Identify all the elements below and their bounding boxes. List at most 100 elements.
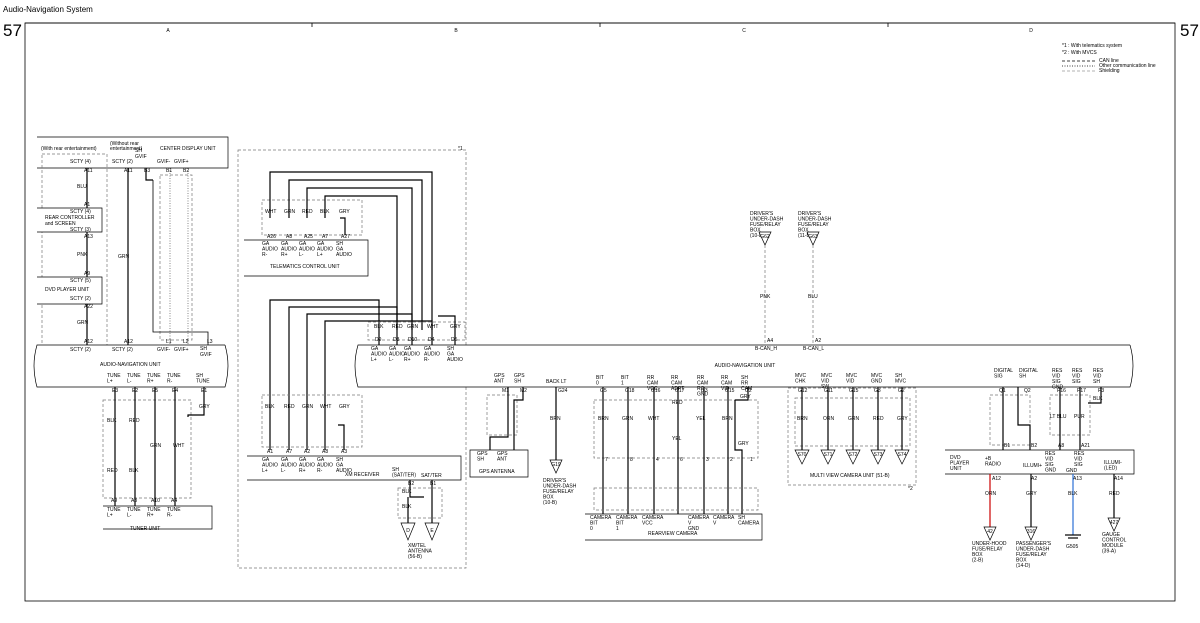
connector-g62 bbox=[758, 231, 772, 246]
cam-pin-label: CAM bbox=[741, 386, 752, 392]
cam-bot-label: CAMERA bbox=[616, 515, 638, 521]
mvc-connector bbox=[894, 449, 910, 465]
connector-427-label: 427 bbox=[1110, 520, 1119, 526]
svg-text:SH: SH bbox=[200, 346, 207, 352]
pin-number: 4 bbox=[656, 457, 659, 463]
tuner-bot-label: L- bbox=[127, 513, 132, 519]
pin-label: D5 bbox=[451, 337, 458, 343]
mvc-connector bbox=[870, 449, 886, 465]
xm-pin-label: SH bbox=[336, 457, 343, 463]
pin-label: B2 bbox=[1031, 443, 1037, 449]
pin-label: A2 bbox=[304, 449, 310, 455]
cam-box bbox=[585, 513, 763, 541]
cam-pin-label: RC bbox=[697, 386, 705, 392]
fuse-box-1: DRIVER'S bbox=[750, 211, 774, 217]
tuner-bot-label: R- bbox=[167, 513, 173, 519]
mvc-conn-label: S71 bbox=[824, 452, 833, 458]
pin-label: A2 bbox=[1031, 476, 1037, 482]
svg-text:*1 : With telematics system: *1 : With telematics system bbox=[1062, 43, 1122, 49]
dvd-shield-1 bbox=[989, 394, 1031, 446]
cam-pin-label: CAM bbox=[721, 381, 732, 387]
pin-label: A7 bbox=[322, 234, 328, 240]
back-lt-box: (10-B) bbox=[543, 500, 557, 506]
dvd-pin-label: VID bbox=[1093, 374, 1102, 380]
wire-color: BLK bbox=[402, 489, 412, 495]
wire-color: GRY bbox=[1026, 491, 1037, 497]
mvc-pin-label: VID bbox=[821, 379, 830, 385]
anu-mid-pin-label: L- bbox=[389, 357, 394, 363]
svg-text:L3: L3 bbox=[207, 339, 213, 345]
pin-label: A4 bbox=[767, 338, 773, 344]
cam-bot-label: GND bbox=[688, 526, 700, 532]
wire-color: BLK bbox=[129, 468, 139, 474]
tele-to-anu-wire bbox=[288, 179, 423, 330]
tele-box bbox=[244, 239, 369, 277]
mvc-name: MULTI VIEW CAMERA UNIT (51-B) bbox=[810, 473, 890, 479]
dvd-pin-label: RES bbox=[1052, 368, 1063, 374]
xm-pin-label: GA bbox=[281, 457, 289, 463]
svg-text:and SCREEN: and SCREEN bbox=[45, 221, 76, 227]
fuse-box-2: DRIVER'S bbox=[798, 211, 822, 217]
fuse-box-underhood: (2-B) bbox=[972, 558, 983, 564]
xm-pin-label: GA bbox=[262, 457, 270, 463]
xm-box bbox=[247, 455, 462, 481]
mvc-pin-label: MVC bbox=[871, 373, 883, 379]
antenna-name: ANTENNA bbox=[408, 549, 433, 555]
xm-pin-label: AUDIO bbox=[317, 463, 333, 469]
anu-mid-pin-label: L+ bbox=[371, 357, 377, 363]
gauge-module: CONTROL bbox=[1102, 538, 1127, 544]
wire bbox=[734, 400, 743, 514]
tuner-bot-label: TUNE bbox=[107, 507, 121, 513]
mvc-connector bbox=[845, 449, 861, 465]
xm-pin-label: GA bbox=[299, 457, 307, 463]
xm-pin-label: GA bbox=[336, 463, 344, 469]
wire-color: RED bbox=[873, 416, 884, 422]
svg-text:entertainment): entertainment) bbox=[110, 146, 143, 152]
wire-color: PUR bbox=[1074, 414, 1085, 420]
cam-bot-label: V bbox=[688, 521, 692, 527]
antenna-label: D bbox=[406, 528, 410, 534]
mvc-pin-label: SH bbox=[895, 373, 902, 379]
connector-42-label: 42 bbox=[987, 529, 993, 535]
dvd-pin-label: RES bbox=[1072, 368, 1083, 374]
svg-text:CENTER DISPLAY UNIT: CENTER DISPLAY UNIT bbox=[160, 146, 216, 152]
connector-427 bbox=[1107, 517, 1121, 532]
anu-mid-pin-label: AUDIO bbox=[371, 352, 387, 358]
gps-bot: SH bbox=[477, 457, 484, 463]
tuner-bot-label: TUNE bbox=[127, 507, 141, 513]
pin-label: D3 bbox=[393, 337, 400, 343]
wire-color: BRN bbox=[722, 416, 733, 422]
dvd-pin-label: SH bbox=[1019, 374, 1026, 380]
fuse-box-underhood: UNDER-HOOD bbox=[972, 541, 1007, 547]
marker: *2 bbox=[908, 486, 913, 492]
fuse-box-passenger: BOX bbox=[1016, 558, 1027, 564]
svg-text:SCTY (4): SCTY (4) bbox=[70, 159, 91, 165]
tuner-pin-label: R- bbox=[167, 379, 173, 385]
dvd-label: GND bbox=[1045, 468, 1057, 474]
xm-ant-e bbox=[424, 522, 440, 541]
cam-bot-label: CAMERA bbox=[713, 515, 735, 521]
pin-label: A26 bbox=[267, 234, 276, 240]
gps-pin-label: ANT bbox=[494, 379, 504, 385]
pin-label: D10 bbox=[408, 337, 417, 343]
svg-text:AUDIO-NAVIGATION UNIT: AUDIO-NAVIGATION UNIT bbox=[715, 363, 776, 369]
svg-text:A11: A11 bbox=[84, 168, 93, 174]
cam-sh-wire bbox=[735, 387, 749, 401]
pin-label: G18 bbox=[625, 388, 635, 394]
xm-pin-label: R+ bbox=[299, 468, 306, 474]
svg-text:AUDIO-NAVIGATION UNIT: AUDIO-NAVIGATION UNIT bbox=[100, 362, 161, 368]
pin-label: A9 bbox=[111, 498, 117, 504]
fuse-box-passenger: UNDER-DASH bbox=[1016, 547, 1050, 553]
connector-g19 bbox=[549, 459, 563, 474]
tele-pin-label: GA bbox=[262, 241, 270, 247]
tele-pin-label: SH bbox=[336, 241, 343, 247]
pin-number: 3 bbox=[706, 457, 709, 463]
column-label-b: B bbox=[454, 28, 458, 34]
tele-pin-label: L- bbox=[299, 252, 304, 258]
anu-to-xm-wire bbox=[306, 313, 413, 450]
column-label-a: A bbox=[166, 28, 170, 34]
dvd-pin-label: VID bbox=[1052, 374, 1061, 380]
dvd-name: DVD bbox=[950, 455, 961, 461]
svg-text:Shielding: Shielding bbox=[1099, 68, 1120, 74]
rear-controller: A1 SCTY (4) REAR CONTROLLER and SCREEN S… bbox=[37, 202, 103, 240]
